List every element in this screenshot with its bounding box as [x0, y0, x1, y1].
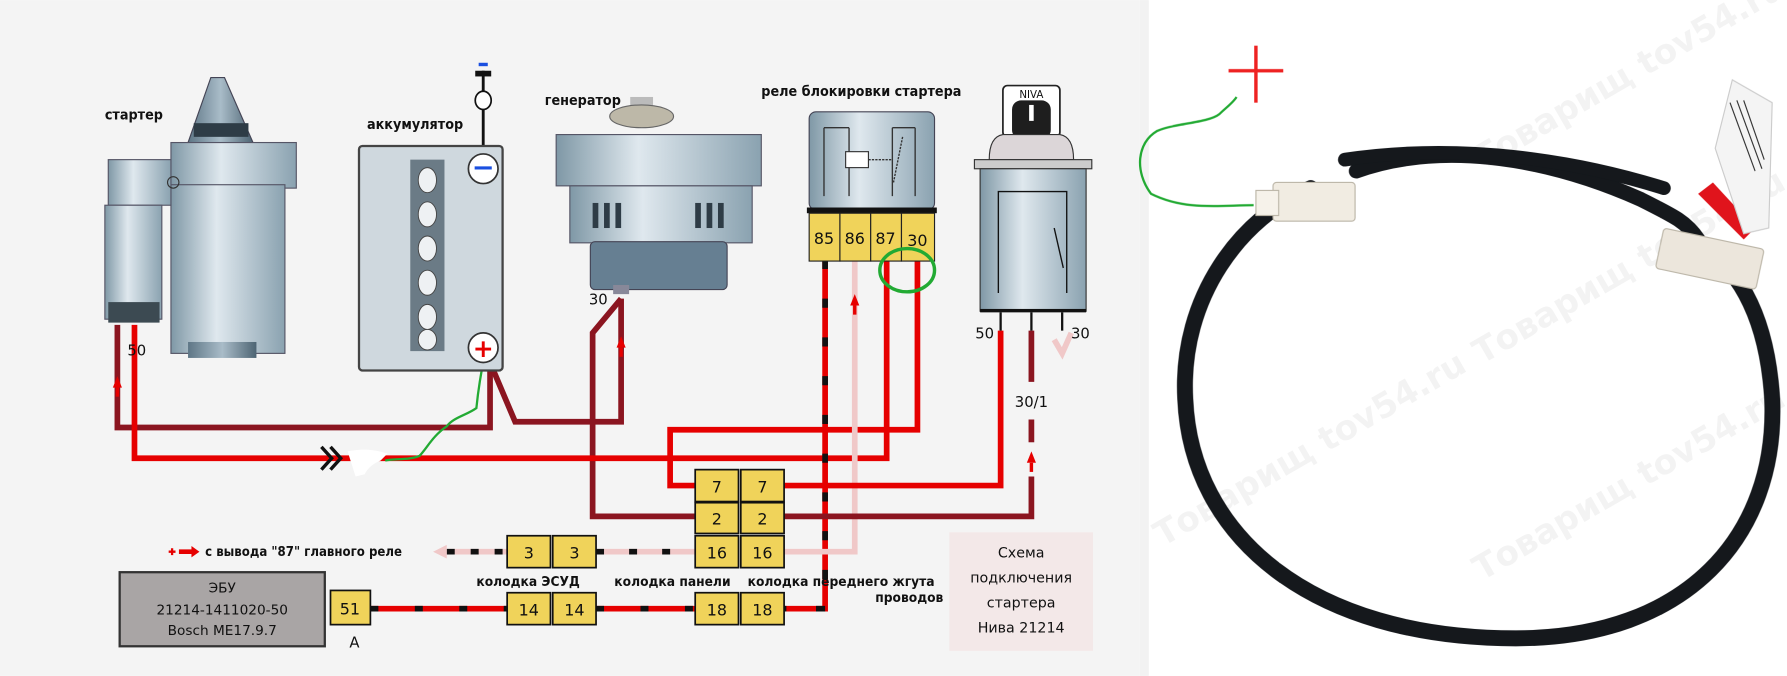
- battery-positive-terminal: [467, 332, 499, 364]
- svg-text:подключения: подключения: [970, 570, 1072, 586]
- svg-text:16: 16: [752, 544, 772, 563]
- switch-terminal-50: 50: [975, 326, 994, 343]
- starter-terminal-50: 50: [127, 343, 146, 360]
- wire-switch30: [1051, 331, 1074, 360]
- wires: [112, 259, 1074, 612]
- relay-label: реле блокировки стартера: [761, 84, 961, 100]
- svg-text:стартера: стартера: [987, 596, 1056, 612]
- svg-text:Схема: Схема: [998, 545, 1045, 561]
- wire-switch50: [784, 330, 1004, 489]
- relay-pin-86: 86: [845, 229, 865, 248]
- connectors: [329, 468, 785, 626]
- wire-relay30-connector7: [667, 259, 921, 489]
- relay-pin-30: 30: [907, 231, 927, 250]
- starter-label: стартер: [105, 108, 163, 124]
- svg-text:3: 3: [569, 544, 579, 563]
- starter: [104, 77, 297, 358]
- starter-lockout-relay: 85 86 87 30: [806, 111, 937, 294]
- svg-text:18: 18: [707, 601, 727, 620]
- svg-text:+: +: [473, 334, 494, 363]
- ecu-box: ЭБУ 21214-1411020-50 Bosch ME17.9.7: [118, 571, 326, 648]
- green-annotation-wire: [384, 362, 485, 462]
- svg-text:14: 14: [564, 601, 584, 620]
- green-highlight-circle: [878, 246, 937, 294]
- diagram-caption: Схема подключения стартера Нива 21214: [949, 532, 1093, 651]
- double-chevron-mark: [320, 445, 344, 471]
- wire-generator-connector2: [589, 296, 696, 520]
- relay-pins: 85 86 87 30: [808, 212, 936, 262]
- source-note: с вывода "87" главного реле: [168, 545, 402, 560]
- label-front-harness-2: проводов: [875, 590, 943, 606]
- svg-text:7: 7: [712, 477, 722, 496]
- label-panel-connector: колодка панели: [614, 574, 730, 590]
- black-cable: [1176, 180, 1781, 647]
- svg-text:Нива 21214: Нива 21214: [978, 621, 1065, 637]
- svg-text:21214-1411020-50: 21214-1411020-50: [156, 602, 288, 618]
- green-annotation-wire-photo: [1138, 96, 1254, 208]
- cable-connector-left: [1272, 181, 1356, 222]
- svg-text:ЭБУ: ЭБУ: [209, 581, 237, 597]
- ecu-connector-a: A: [349, 634, 359, 651]
- switch-terminal-30-1: 30/1: [1015, 394, 1048, 411]
- svg-text:51: 51: [340, 599, 360, 618]
- svg-text:18: 18: [752, 601, 772, 620]
- current-arrows: [112, 294, 1036, 472]
- wire-starter-50: [131, 259, 890, 462]
- svg-text:с вывода "87" главного реле: с вывода "87" главного реле: [205, 545, 402, 560]
- switch-terminal-30: 30: [1071, 326, 1090, 343]
- label-esud-connector: колодка ЭСУД: [476, 574, 580, 590]
- battery: − +: [357, 62, 504, 372]
- svg-text:7: 7: [757, 477, 767, 496]
- wire-battery-generator: [487, 298, 624, 425]
- generator: [555, 96, 762, 295]
- cable-connector-right: [1655, 228, 1765, 290]
- product-tag: [1714, 78, 1773, 235]
- generator-label: генератор: [545, 93, 621, 109]
- plus-annotation: [1228, 45, 1284, 103]
- label-front-harness-1: колодка переднего жгута: [748, 574, 935, 590]
- ignition-switch: NIVA: [973, 84, 1093, 331]
- svg-text:Bosch ME17.9.7: Bosch ME17.9.7: [168, 623, 277, 639]
- svg-text:−: −: [472, 153, 495, 184]
- svg-text:14: 14: [519, 601, 539, 620]
- wire-relay86: [784, 259, 858, 555]
- connector-pin-labels: 7 7 2 2 16 16 18 18 3 3 14 14 51: [340, 477, 773, 619]
- battery-label: аккумулятор: [367, 117, 463, 133]
- svg-text:16: 16: [707, 544, 727, 563]
- photo-background: [1139, 0, 1787, 676]
- relay-pin-87: 87: [875, 229, 895, 248]
- svg-text:2: 2: [712, 509, 722, 528]
- svg-text:2: 2: [757, 509, 767, 528]
- battery-negative-terminal: [467, 153, 499, 185]
- switch-brand: NIVA: [1019, 89, 1043, 101]
- svg-text:3: 3: [524, 544, 534, 563]
- generator-terminal-30: 30: [589, 291, 608, 308]
- relay-pin-85: 85: [814, 229, 834, 248]
